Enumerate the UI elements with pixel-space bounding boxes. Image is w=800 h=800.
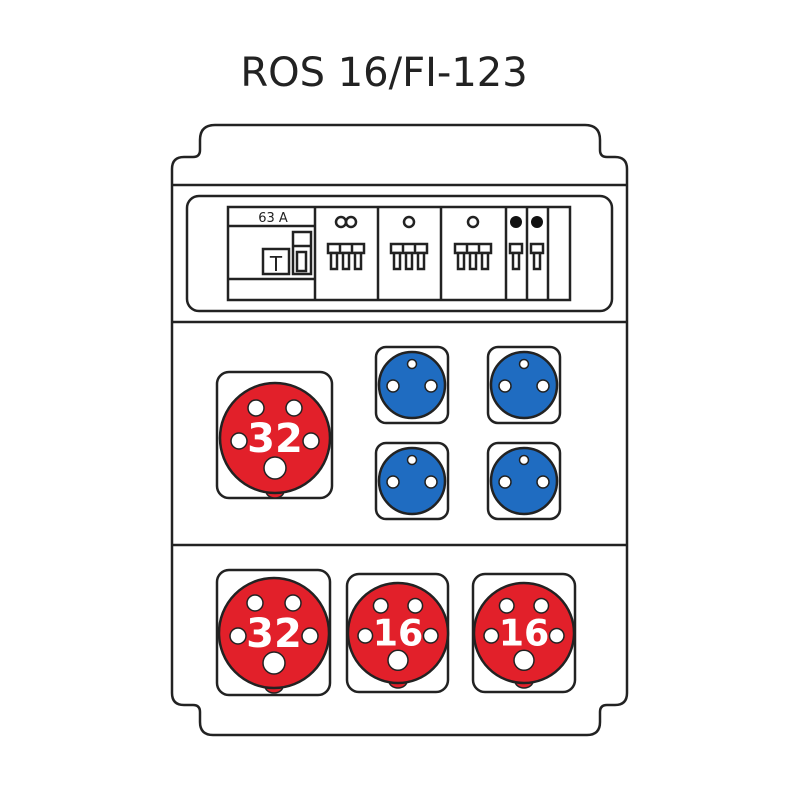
pin-hole [498, 597, 515, 614]
red-socket-32a: 32 [215, 568, 332, 697]
pin-hole [548, 627, 565, 644]
blue-socket-230v [486, 345, 562, 425]
pin-hole [518, 358, 530, 370]
pin-hole [498, 475, 512, 489]
pin-hole [422, 627, 439, 644]
pin-hole [406, 454, 418, 466]
pin-hole [533, 597, 550, 614]
pin-hole [387, 649, 409, 672]
pin-hole [424, 379, 438, 393]
circuit-breaker-3pole [326, 215, 366, 271]
filled-circle-icon [510, 216, 522, 228]
pin-hole [302, 432, 320, 450]
pin-hole [285, 399, 303, 417]
red-socket-16a: 16 [345, 572, 450, 694]
socket-rating: 16 [373, 612, 424, 655]
blue-socket-230v [486, 441, 562, 521]
pin-hole [518, 454, 530, 466]
pin-hole [247, 399, 265, 417]
pin-hole [284, 594, 302, 612]
socket-rating: 16 [499, 612, 550, 655]
blue-socket-230v [374, 441, 450, 521]
red-socket-32a: 32 [215, 370, 334, 500]
circuit-breaker-3pole [389, 215, 429, 271]
red-socket-16a: 16 [471, 572, 577, 694]
enclosure-outline [170, 123, 629, 737]
pin-hole [262, 651, 286, 675]
pin-hole [536, 475, 550, 489]
pin-hole [483, 627, 500, 644]
blue-socket-230v [374, 345, 450, 425]
rcd-test-button: T [269, 252, 283, 276]
pin-hole [386, 379, 400, 393]
pin-hole [263, 456, 287, 480]
pin-hole [229, 627, 247, 645]
pin-hole [498, 379, 512, 393]
filled-circle-icon [531, 216, 543, 228]
pin-hole [301, 627, 319, 645]
pin-hole [246, 594, 264, 612]
pin-hole [386, 475, 400, 489]
title: ROS 16/FI-123 [240, 50, 527, 96]
rcd-module: 63 A T [228, 211, 315, 281]
circuit-breaker-1pole [529, 216, 545, 271]
open-circle-icon [466, 215, 480, 229]
pin-hole [357, 627, 374, 644]
pin-hole [230, 432, 248, 450]
pin-hole [513, 649, 535, 672]
rcd-rating: 63 A [258, 211, 288, 226]
pin-hole [406, 358, 418, 370]
pin-hole [372, 597, 389, 614]
socket-rating: 32 [247, 416, 303, 462]
open-circle-icon [402, 215, 416, 229]
circuit-breaker-1pole [508, 216, 524, 271]
pin-hole [424, 475, 438, 489]
circuit-breaker-3pole [453, 215, 493, 271]
pin-hole [536, 379, 550, 393]
socket-rating: 32 [246, 611, 302, 657]
pin-hole [407, 597, 424, 614]
breaker-panel: 63 A T [185, 194, 614, 313]
